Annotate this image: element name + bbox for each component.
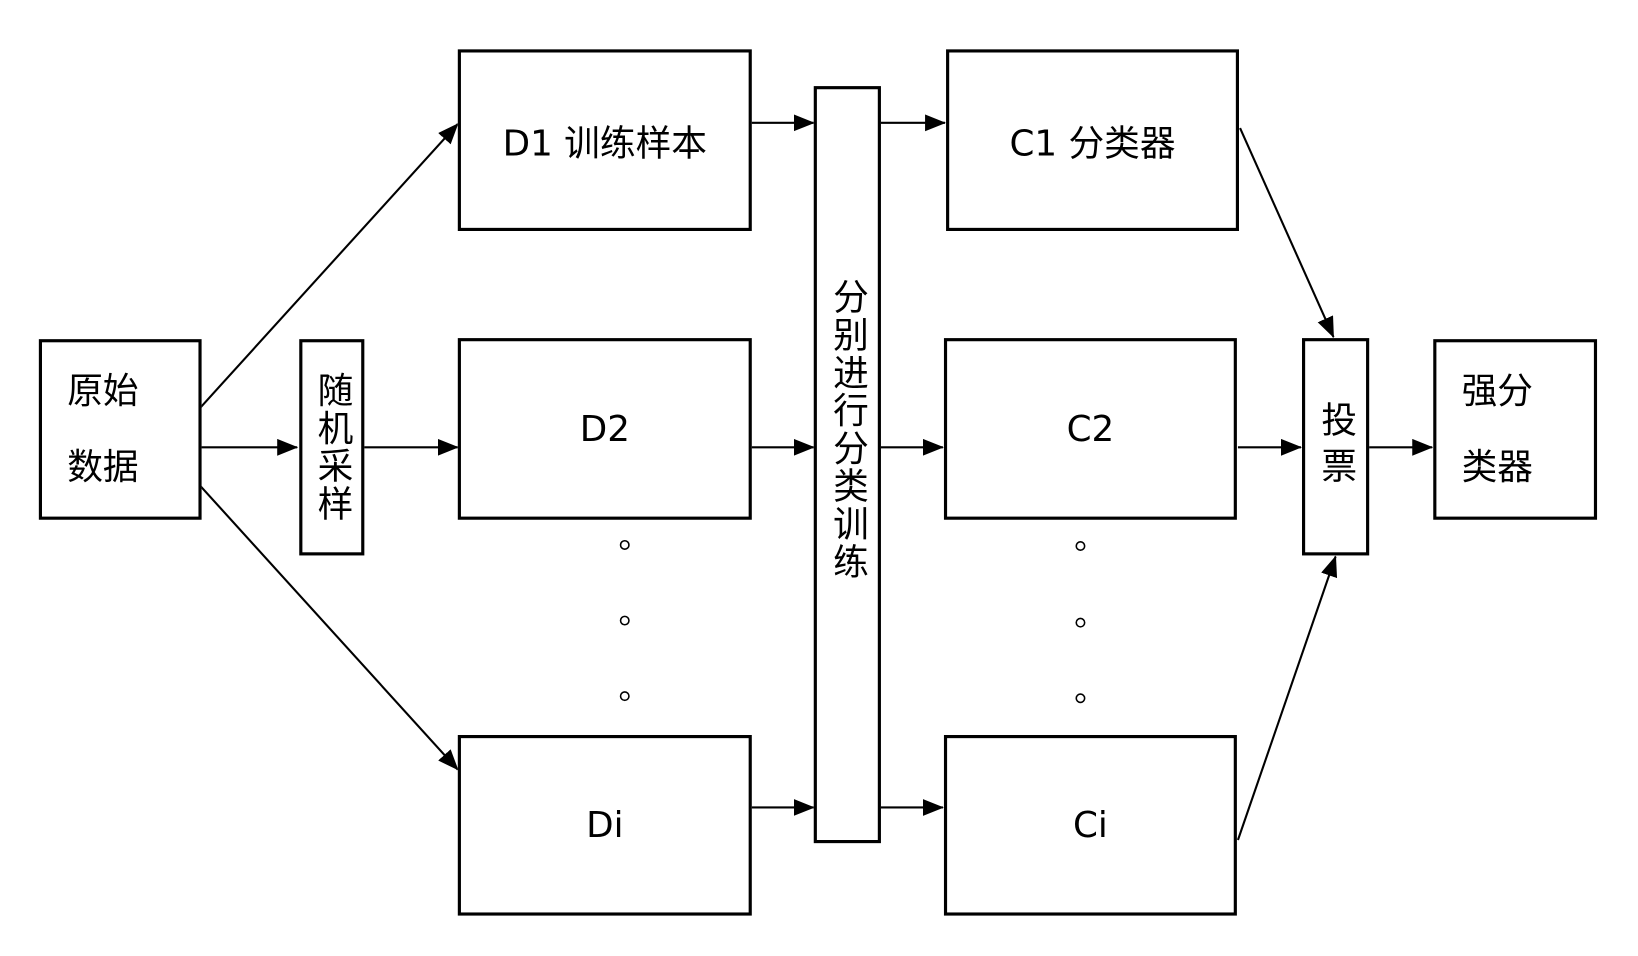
strong-classifier-box: 强分 类器: [1433, 339, 1598, 520]
classifier-label: Ci: [1073, 804, 1108, 847]
sample-box-di: Di: [457, 734, 752, 916]
random-sampling-label: 随机采样: [310, 371, 353, 523]
classifier-box-ci: Ci: [943, 734, 1237, 916]
raw-data-line1: 原始: [67, 370, 139, 413]
ellipsis-dot: [1075, 693, 1086, 704]
arrow-c1-to-vote: [1239, 127, 1335, 339]
random-sampling-box: 随机采样: [299, 339, 365, 556]
classifier-box-c2: C2: [943, 338, 1237, 520]
classifier-box-c1: C1 分类器: [946, 49, 1239, 231]
train-each-label: 分别进行分类训练: [826, 278, 869, 581]
arrow-raw-to-d1: [199, 123, 459, 409]
arrow-raw-to-di: [199, 485, 459, 771]
ellipsis-dot: [619, 615, 630, 626]
vote-label: 投票: [1314, 400, 1357, 493]
sample-label: D2: [579, 407, 630, 450]
ellipsis-dot: [1075, 541, 1086, 551]
train-each-box: 分别进行分类训练: [813, 86, 881, 844]
ellipsis-dot: [1075, 617, 1086, 628]
ellipsis-dot: [619, 539, 630, 550]
sample-label: Di: [586, 804, 624, 847]
vote-box: 投票: [1302, 338, 1370, 556]
arrow-ci-to-vote: [1236, 555, 1338, 841]
strong-classifier-line1: 强分: [1461, 370, 1533, 413]
sample-box-d1: D1 训练样本: [457, 49, 752, 231]
strong-classifier-line2: 类器: [1461, 446, 1533, 489]
raw-data-box: 原始 数据: [38, 339, 202, 520]
ellipsis-dot: [619, 691, 630, 702]
raw-data-line2: 数据: [67, 446, 139, 489]
sample-box-d2: D2: [457, 338, 752, 520]
classifier-label: C2: [1066, 407, 1115, 450]
classifier-label: C1 分类器: [1009, 122, 1176, 165]
sample-label: D1 训练样本: [502, 122, 707, 165]
